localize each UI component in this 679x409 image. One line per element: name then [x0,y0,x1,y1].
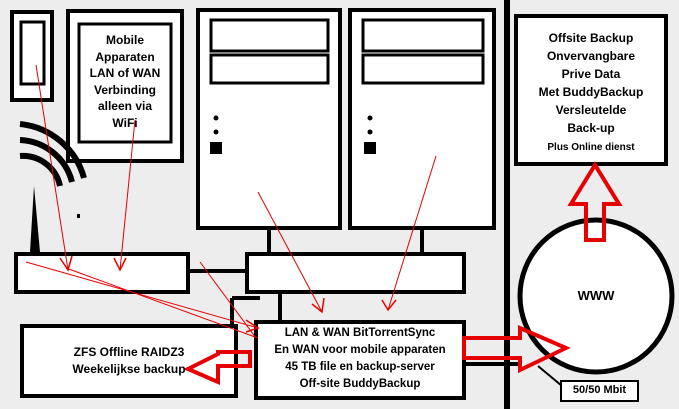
offsite-line-4: Met BuddyBackup [538,85,644,99]
server-label: LAN & WAN BitTorrentSync En WAN voor mob… [258,325,462,393]
tower-2-power [364,142,376,154]
mobile-line-2: Apparaten [95,49,155,64]
mobile-line-5: alleen via [97,99,153,113]
offsite-label: Offsite Backup Onvervangbare Prive Data … [518,29,664,157]
zfs-line-1: ZFS Offline RAIDZ3 [73,345,185,359]
bandwidth-label: 50/50 Mbit [572,384,627,396]
bandwidth-box [560,380,639,402]
offsite-line-5: Versleutelde [555,103,627,117]
offsite-line-6: Back-up [567,121,615,135]
mobile-line-4: Verbinding [93,82,156,97]
zfs-line-2: Weekelijkse backup [72,362,186,376]
server-line-4: Off-site BuddyBackup [299,378,421,390]
www-label: WWW [577,288,615,303]
arrow-right-to-www [462,324,571,374]
tower-1-led-2 [213,129,219,135]
offsite-line-3: Prive Data [561,67,621,81]
tower-2-bay-1 [361,18,485,53]
mobile-line-3: LAN of WAN [89,66,161,80]
big-red-arrows [183,161,623,386]
offsite-note: Plus Online dienst [547,142,635,153]
server-box [254,320,466,400]
server-line-2: En WAN voor mobile apparaten [274,344,446,356]
tower-1-bay-1 [209,18,330,53]
cables [188,228,520,366]
wifi-dot [77,214,80,218]
mobile-label: Mobile Apparaten LAN of WAN Verbinding a… [80,32,170,131]
offsite-line-2: Onvervangbare [546,49,636,63]
bandwidth-pointer [537,365,563,387]
tower-2-led-1 [367,115,373,121]
mobile-line-1: Mobile [106,33,144,47]
antenna [30,186,40,252]
tower-2-bay-2 [361,53,485,85]
arrow-up-to-offsite [567,161,623,242]
tower-1-power [210,142,222,154]
tower-1-led-1 [213,115,219,121]
mobile-line-6: WiFi [112,115,138,130]
red-connectors [25,64,437,339]
offsite-line-1: Offsite Backup [548,31,634,45]
offsite-box [514,14,668,166]
wifi-icon [19,121,87,187]
tower-1-bay-2 [209,53,330,85]
phone-screen [19,20,46,86]
server-line-3: 45 TB file en backup-server [285,361,435,373]
tablet-screen [77,22,173,144]
www-circle [517,217,675,375]
router-box [14,252,190,294]
switch-box [245,252,466,294]
tower-2-led-2 [367,129,373,135]
zfs-label: ZFS Offline RAIDZ3 Weekelijkse backup [24,344,234,378]
arrow-left-to-zfs [183,350,252,386]
server-line-1: LAN & WAN BitTorrentSync [284,327,436,339]
red-arrowheads [59,255,397,333]
